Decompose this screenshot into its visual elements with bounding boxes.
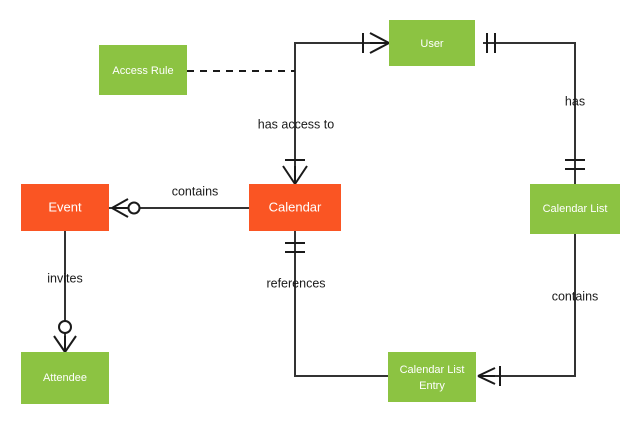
entity-event-box[interactable] (21, 184, 109, 231)
connector-contains-list-entry[interactable] (492, 234, 576, 377)
cardinality-calendar-has-access-one-or-many (282, 159, 308, 185)
entity-calendar-box[interactable] (249, 184, 341, 231)
entity-user[interactable]: User (389, 20, 475, 66)
relationship-label-references: references (266, 276, 325, 290)
entity-user-label: User (420, 38, 444, 50)
entity-access-rule[interactable]: Access Rule (99, 45, 187, 95)
relationship-label-has-access-to: has access to (258, 117, 334, 131)
entity-access-rule-box[interactable] (99, 45, 187, 95)
connector-has[interactable] (483, 42, 576, 184)
connector-references[interactable] (294, 231, 388, 377)
relationship-label-contains-list-entry: contains (552, 289, 599, 303)
entity-calendar-list-entry[interactable]: Calendar List Entry (388, 352, 476, 402)
relationship-label-contains-event-calendar: contains (172, 184, 219, 198)
cardinality-user-has-exactly-one (486, 33, 496, 53)
cardinality-calendar-references-exactly-one (285, 242, 305, 253)
connector-has-access-to[interactable] (294, 42, 381, 184)
entity-calendar-list-entry-box[interactable] (388, 352, 476, 402)
cardinality-calendar-list-has-exactly-one (565, 159, 585, 170)
cardinality-event-contains-zero-or-many (111, 198, 141, 218)
relationship-label-has: has (565, 94, 585, 108)
entity-calendar-list-box[interactable] (530, 184, 620, 234)
entity-calendar-list[interactable]: Calendar List (530, 184, 620, 234)
entity-calendar[interactable]: Calendar (249, 184, 341, 231)
relationship-label-invites: invites (47, 271, 82, 285)
entity-attendee-label: Attendee (43, 372, 87, 384)
cardinality-user-has-access-one-or-many (362, 32, 390, 54)
entity-event-label: Event (48, 199, 82, 214)
cardinality-attendee-invites-zero-or-many (53, 320, 77, 353)
entity-calendar-list-entry-label-line1: Calendar List (400, 364, 465, 376)
entity-attendee[interactable]: Attendee (21, 352, 109, 404)
entity-calendar-list-label: Calendar List (543, 203, 608, 215)
entity-attendee-box[interactable] (21, 352, 109, 404)
entity-access-rule-label: Access Rule (112, 65, 173, 77)
entity-calendar-list-entry-label-line2: Entry (419, 380, 445, 392)
cardinality-list-entry-contains-one-or-many (477, 366, 501, 386)
entity-event[interactable]: Event (21, 184, 109, 231)
entity-user-box[interactable] (389, 20, 475, 66)
entity-calendar-label: Calendar (269, 199, 322, 214)
